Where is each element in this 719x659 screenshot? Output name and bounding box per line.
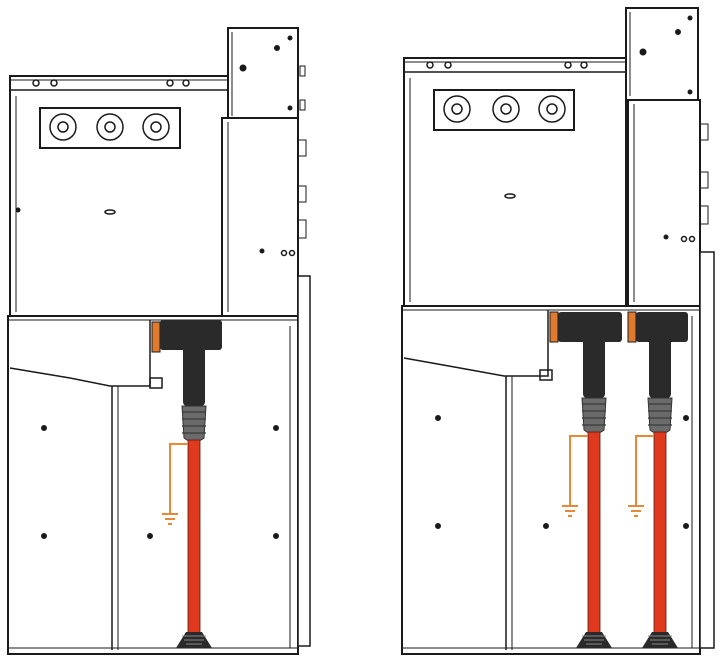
cable-termination-body [183, 346, 205, 406]
mechanism-compartment [221, 117, 307, 317]
lv-compartment [227, 27, 306, 119]
bushing [549, 311, 559, 343]
cable-compartment [7, 275, 311, 655]
voltage-indicator-lamps-right [443, 95, 566, 123]
cable-assemblies [151, 311, 688, 648]
voltage-indicator-lamps [49, 113, 170, 141]
bushing [151, 321, 161, 353]
power-cable [587, 431, 601, 635]
power-cable [653, 431, 667, 635]
bushing [627, 311, 637, 343]
earth-wire [635, 435, 654, 506]
busbar-compartment [9, 75, 229, 317]
lv-compartment-right [625, 7, 699, 101]
cable-termination-body [649, 338, 671, 398]
cable-termination-body [583, 338, 605, 398]
earth-wire [569, 435, 588, 506]
cable-termination-head [636, 312, 688, 342]
earth-wire [169, 443, 188, 514]
busbar-compartment-right [403, 57, 627, 307]
cable-termination-head [558, 312, 622, 342]
single-cable-panel [7, 27, 311, 655]
cable-termination-head [160, 320, 222, 350]
power-cable [187, 439, 201, 635]
mechanism-compartment-right [627, 99, 709, 307]
